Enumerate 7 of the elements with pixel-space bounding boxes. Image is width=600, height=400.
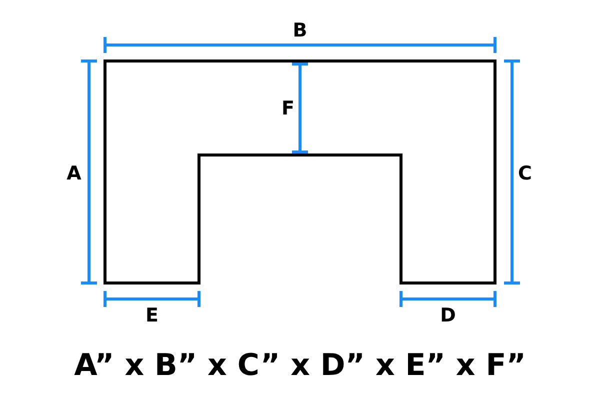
caption: A” x B” x C” x D” x E” x F” <box>73 348 527 384</box>
dimension-label: C <box>518 164 532 184</box>
dimension-label: E <box>146 306 158 326</box>
dimension-label: B <box>292 22 308 40</box>
dimension-label: F <box>282 100 294 118</box>
dimension-label: D <box>440 306 456 326</box>
dimension-label: A <box>66 164 82 184</box>
